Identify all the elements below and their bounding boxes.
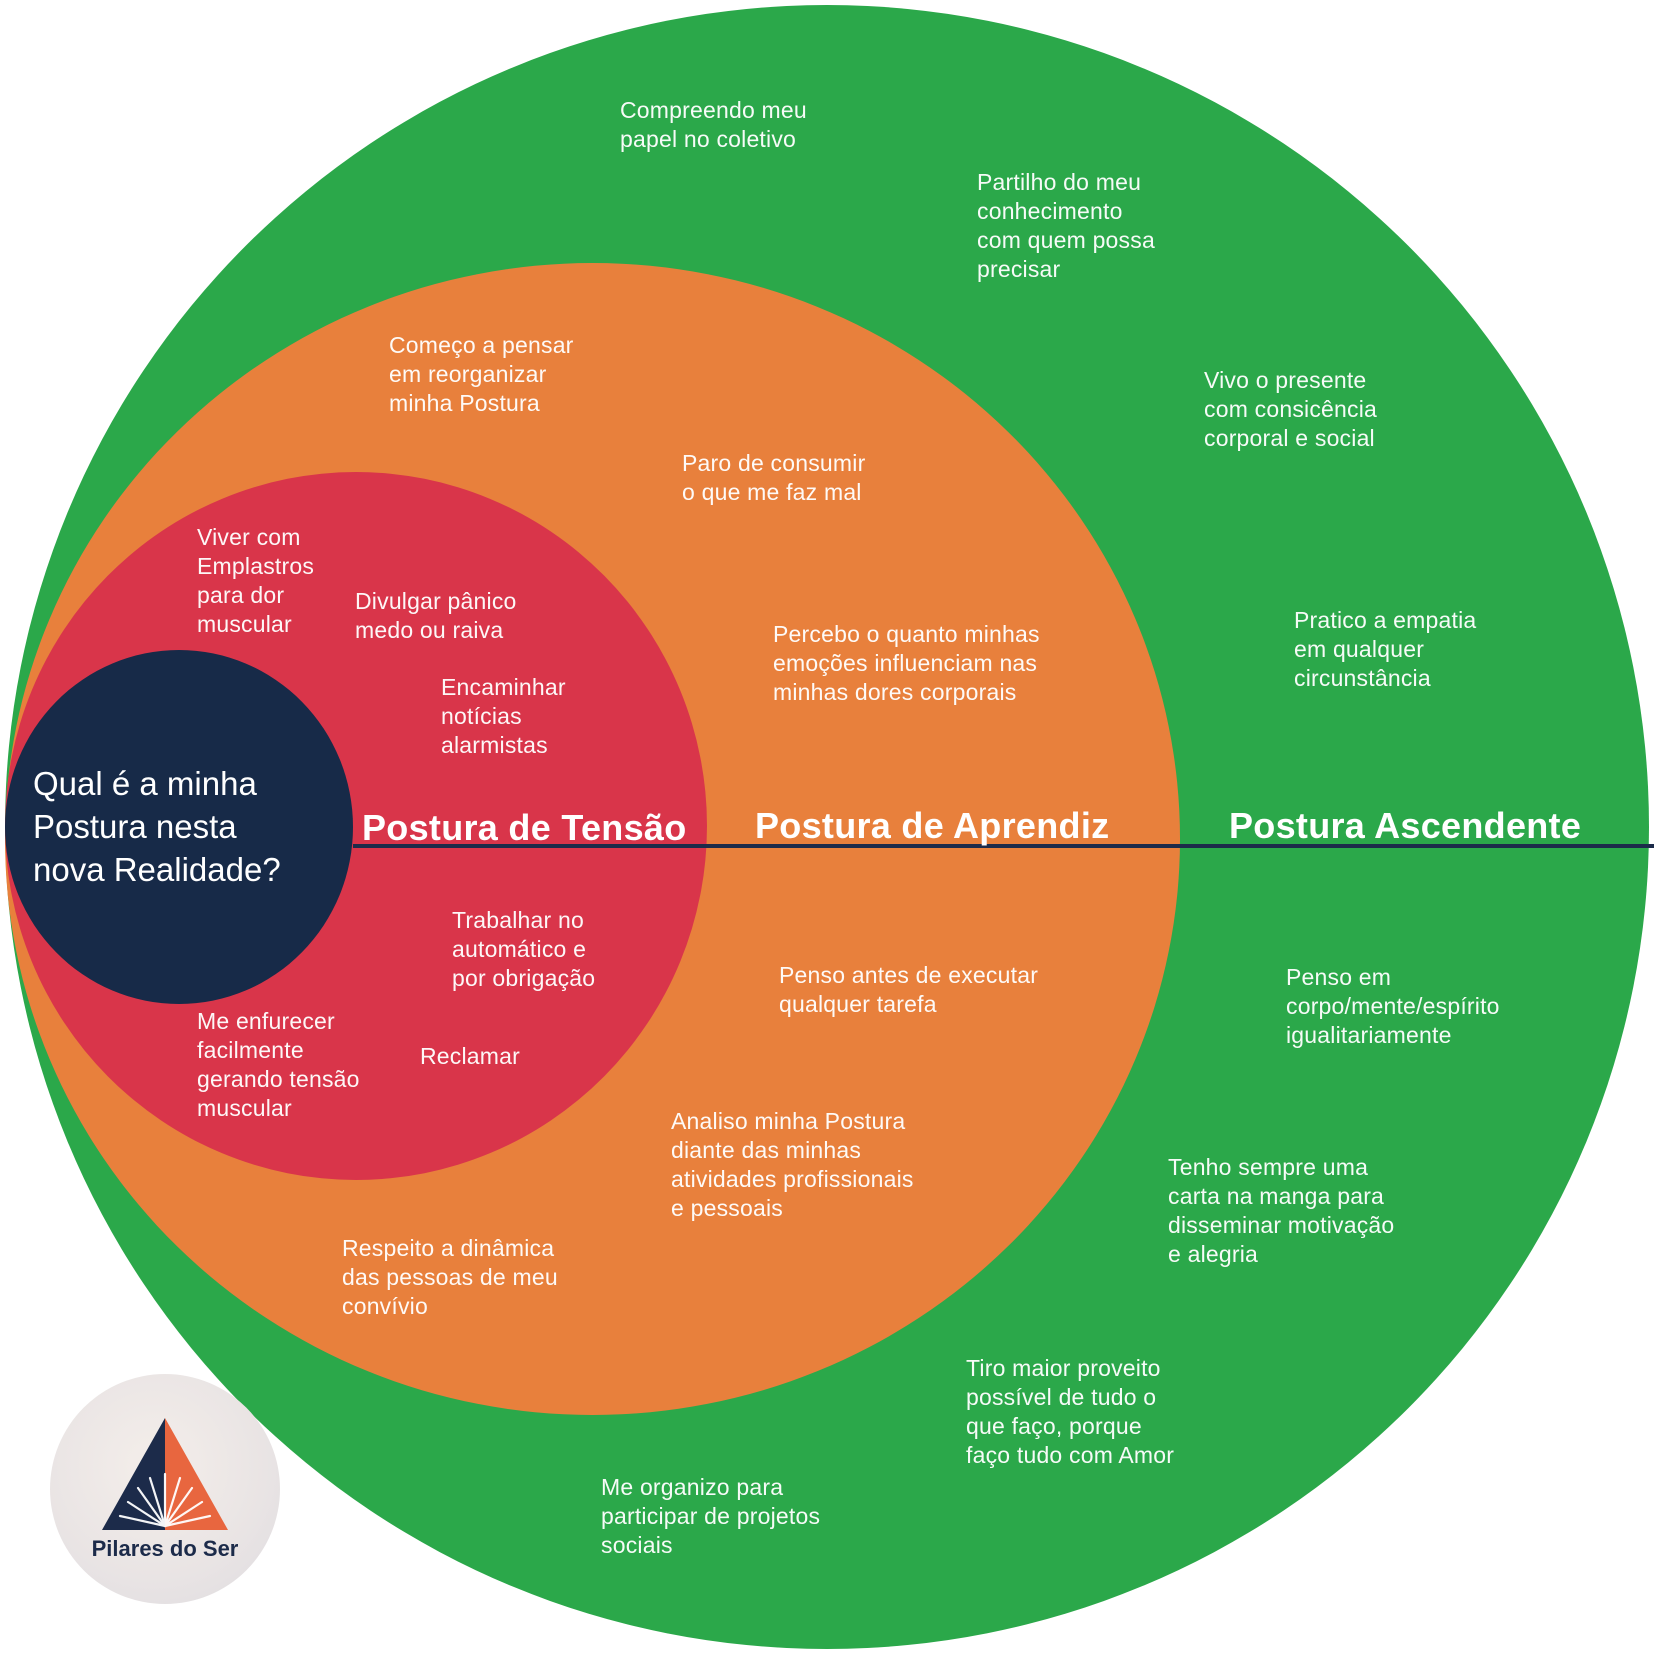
center-question: Qual é a minha Postura nesta nova Realid… — [33, 765, 281, 888]
red-item: Me enfurecer facilmente gerando tensão m… — [197, 1008, 360, 1121]
orange-item: Penso antes de executar qualquer tarefa — [779, 962, 1039, 1017]
green-item: Vivo o presente com consicência corporal… — [1204, 367, 1378, 451]
orange-item: Percebo o quanto minhas emoções influenc… — [773, 621, 1040, 705]
green-item: Compreendo meu papel no coletivo — [620, 97, 807, 152]
green-item: Tiro maior proveito possível de tudo o q… — [966, 1355, 1175, 1468]
red-item: Trabalhar no automático e por obrigação — [452, 907, 596, 991]
center-circle — [5, 650, 353, 1004]
zone-label-aprendiz: Postura de Aprendiz — [755, 805, 1110, 846]
pilares-do-ser-logo: Pilares do Ser — [50, 1374, 280, 1604]
red-item: Divulgar pânico medo ou raiva — [355, 588, 517, 643]
red-item: Viver com Emplastros para dor muscular — [197, 524, 315, 637]
orange-item: Começo a pensar em reorganizar minha Pos… — [389, 332, 574, 416]
green-item: Tenho sempre uma carta na manga para dis… — [1168, 1154, 1395, 1267]
divider-line — [353, 844, 1654, 848]
zone-label-ascendente: Postura Ascendente — [1229, 805, 1582, 846]
green-item: Partilho do meu conhecimento com quem po… — [977, 169, 1155, 282]
red-item: Reclamar — [420, 1043, 521, 1069]
green-item: Pratico a empatia em qualquer circunstân… — [1294, 607, 1477, 691]
green-item: Me organizo para participar de projetos … — [601, 1474, 821, 1558]
green-item: Penso em corpo/mente/espírito igualitari… — [1286, 964, 1500, 1048]
red-item: Encaminhar notícias alarmistas — [441, 674, 566, 758]
logo-text: Pilares do Ser — [91, 1536, 239, 1561]
triangle-sunburst-logo-icon — [102, 1418, 228, 1530]
zone-label-tensao: Postura de Tensão — [362, 807, 687, 848]
orange-item: Respeito a dinâmica das pessoas de meu c… — [342, 1235, 558, 1319]
orange-item: Analiso minha Postura diante das minhas … — [671, 1108, 914, 1221]
orange-item: Paro de consumir o que me faz mal — [682, 450, 866, 505]
